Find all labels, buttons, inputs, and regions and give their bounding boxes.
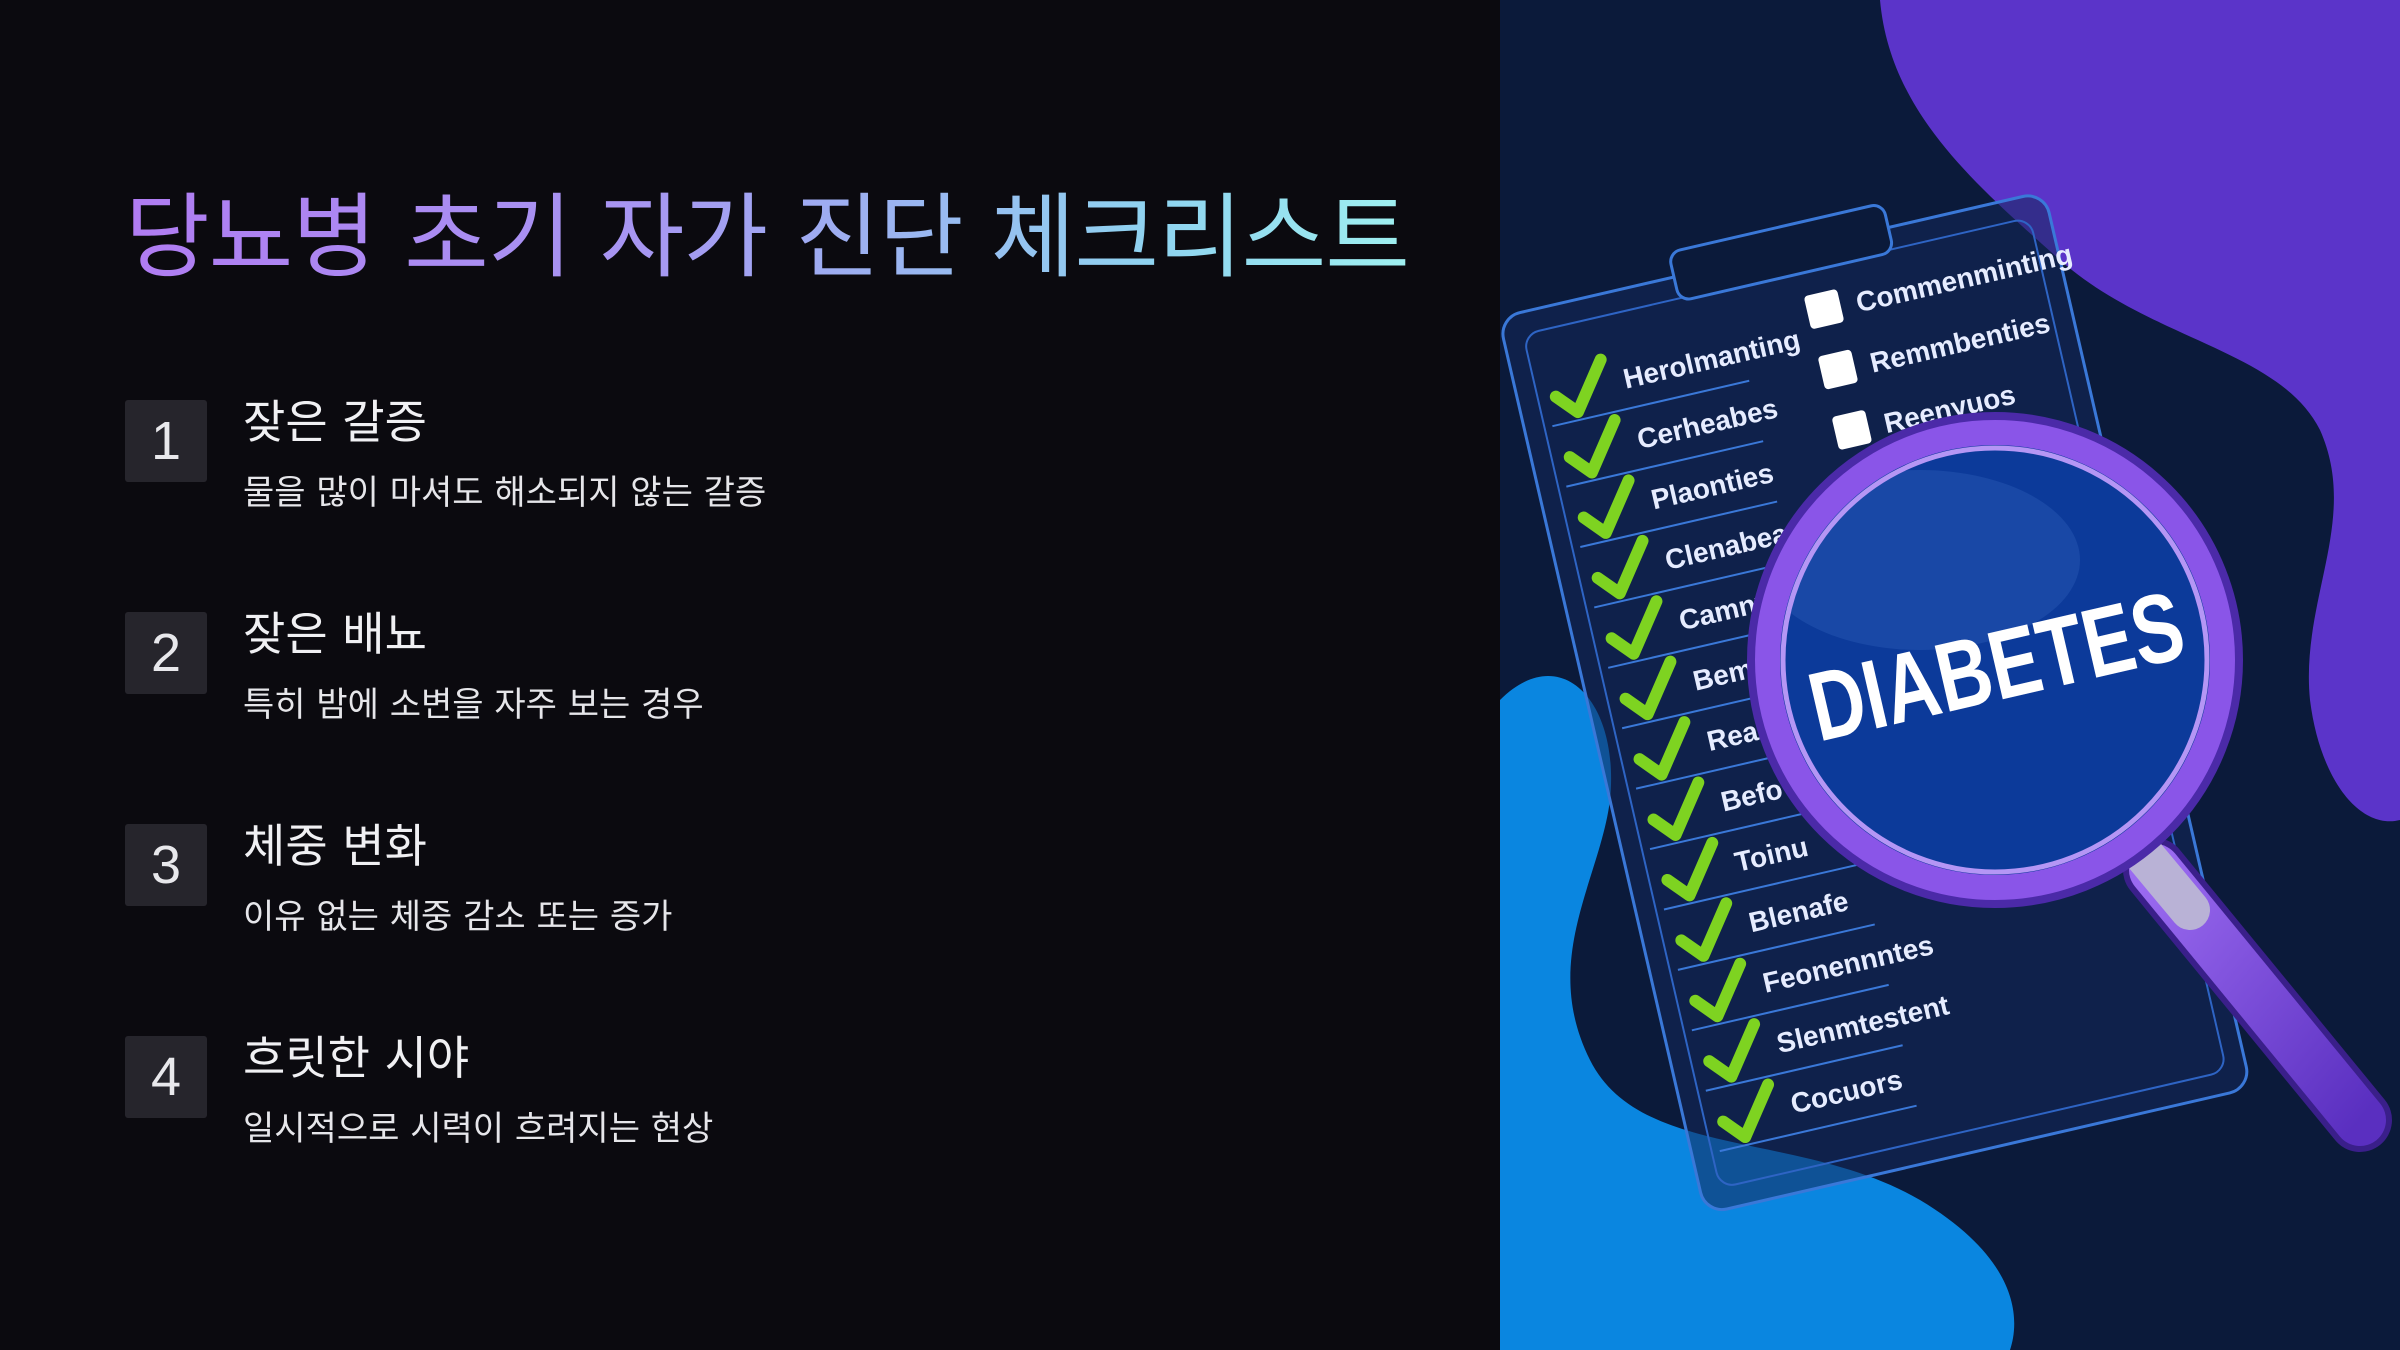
item-number: 2: [125, 612, 207, 694]
row-divider: [1566, 440, 1764, 488]
item-title: 잦은 배뇨: [243, 607, 427, 661]
row-divider: [1691, 983, 1889, 1032]
check-icon: [1647, 776, 1705, 841]
check-icon: [1591, 534, 1649, 600]
item-title: 흐릿한 시야: [243, 1031, 470, 1085]
checkbox-icon: [1804, 289, 1844, 329]
item-description: 일시적으로 시력이 흐려지는 현상: [243, 1109, 714, 1149]
item-description: 물을 많이 마셔도 해소되지 않는 갈증: [243, 473, 767, 513]
checklist-item-3: 3 체중 변화 이유 없는 체중 감소 또는 증가: [125, 814, 1425, 954]
check-icon: [1675, 897, 1733, 962]
item-description: 이유 없는 체중 감소 또는 증가: [243, 897, 673, 937]
magnifying-glass-icon: DIABETES: [1747, 412, 2392, 1152]
check-icon: [1549, 353, 1607, 419]
row-divider: [1552, 379, 1750, 428]
checklist-item-1: 1 잦은 갈증 물을 많이 마셔도 해소되지 않는 갈증: [125, 390, 1425, 530]
check-icon: [1563, 414, 1621, 479]
check-icon: [1717, 1078, 1775, 1144]
item-description: 특히 밤에 소변을 자주 보는 경우: [243, 685, 704, 725]
blue-blob: [1500, 676, 2015, 1350]
row-divider: [1580, 500, 1778, 548]
checked-row: Real: [1633, 714, 1834, 790]
row-divider: [1705, 1044, 1903, 1092]
item-number: 4: [125, 1036, 207, 1118]
magnifier-handle: [2120, 830, 2392, 1152]
row-divider: [1719, 1104, 1917, 1153]
row-divider: [1663, 863, 1862, 911]
content-panel: 당뇨병 초기 자가 진단 체크리스트 1 잦은 갈증 물을 많이 마셔도 해소되…: [125, 178, 1425, 1166]
item-title: 체중 변화: [243, 819, 427, 873]
item-number: 3: [125, 824, 207, 906]
row-divider: [1677, 923, 1875, 971]
check-icon: [1577, 474, 1635, 539]
check-icon: [1689, 957, 1747, 1023]
checkbox-icon: [1818, 349, 1858, 390]
check-icon: [1605, 595, 1663, 660]
checkbox-icon: [1832, 410, 1872, 450]
item-number: 1: [125, 400, 207, 482]
check-icon: [1633, 716, 1691, 781]
checklist-item-4: 4 흐릿한 시야 일시적으로 시력이 흐려지는 현상: [125, 1026, 1425, 1166]
checklist-item-2: 2 잦은 배뇨 특히 밤에 소변을 자주 보는 경우: [125, 602, 1425, 742]
page-title: 당뇨병 초기 자가 진단 체크리스트: [125, 178, 1410, 298]
row-divider: [1594, 561, 1792, 609]
check-icon: [1619, 655, 1677, 721]
diabetes-checklist-illustration: HerolmantingCerheabesPlaontiesClenabeats…: [1500, 0, 2400, 1350]
item-title: 잦은 갈증: [243, 395, 427, 449]
check-icon: [1661, 836, 1719, 902]
check-icon: [1703, 1018, 1761, 1083]
